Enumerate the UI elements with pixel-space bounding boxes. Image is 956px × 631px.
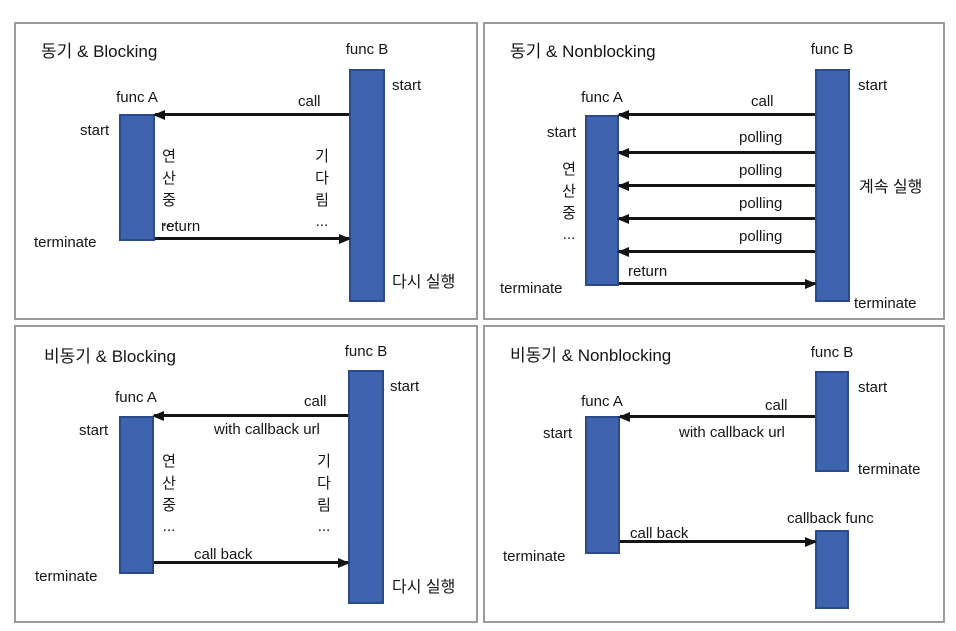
polling-arrow-label: polling (739, 195, 783, 212)
func-b-start-label: start (390, 378, 420, 395)
call-arrow-label: call (298, 93, 321, 110)
func-a-terminate-label: terminate (503, 548, 566, 565)
func-b-label: func B (345, 41, 389, 58)
callback-func-label: callback func (787, 510, 874, 527)
func-a-start-label: start (80, 122, 110, 139)
return-arrow-label: return (628, 263, 668, 280)
func-b-lifeline-bar (349, 69, 385, 302)
panel-async-blocking: 비동기 & Blocking func B start func A start… (14, 325, 478, 623)
panel-sync-blocking: 동기 & Blocking func B start func A start … (14, 22, 478, 320)
func-b-running-label: 계속 실행 (859, 179, 923, 196)
func-a-computing-note: 연 산 중 ... (162, 148, 176, 231)
call-arrow-label: call (765, 397, 788, 414)
panel-title: 비동기 & Nonblocking (510, 346, 672, 365)
callback-arrow-label: call back (630, 525, 689, 542)
func-b-terminate-label: terminate (858, 461, 921, 478)
func-b-terminate-label: terminate (854, 295, 917, 312)
func-b-start-label: start (858, 379, 888, 396)
func-b-waiting-note: 기 다 림 ... (317, 453, 331, 536)
func-a-lifeline-bar (585, 416, 620, 554)
callback-arrow (620, 540, 815, 543)
func-a-start-label: start (79, 422, 109, 439)
call-arrow-label: call (751, 93, 774, 110)
func-a-start-label: start (547, 124, 577, 141)
panel-title: 비동기 & Blocking (44, 347, 176, 366)
callback-arrow-label: call back (194, 546, 253, 563)
func-a-label: func A (116, 89, 158, 106)
call-detail-label: with callback url (214, 421, 320, 438)
panel-sync-nonblocking: 동기 & Nonblocking func B start 계속 실행 term… (483, 22, 945, 320)
func-a-lifeline-bar (119, 416, 154, 574)
func-b-lifeline-bar (815, 69, 850, 302)
func-b-resume-label: 다시 실행 (392, 579, 456, 596)
call-arrow (154, 414, 348, 417)
panel-async-nonblocking: 비동기 & Nonblocking func B start terminate… (483, 325, 945, 623)
func-b-label: func B (344, 343, 388, 360)
func-b-start-label: start (858, 77, 888, 94)
func-a-computing-note: 연 산 중 ... (562, 161, 576, 244)
func-a-label: func A (581, 89, 623, 106)
polling-arrow (619, 184, 815, 187)
func-b-waiting-note: 기 다 림 ... (315, 148, 329, 231)
polling-arrow (619, 217, 815, 220)
polling-arrow-label: polling (739, 162, 783, 179)
func-a-label: func A (581, 393, 623, 410)
func-a-computing-note: 연 산 중 ... (162, 453, 176, 536)
return-arrow-label: return (161, 218, 201, 235)
func-a-label: func A (115, 389, 157, 406)
func-b-lifeline-bar (815, 371, 849, 472)
return-arrow (155, 237, 349, 240)
func-a-terminate-label: terminate (500, 280, 563, 297)
call-arrow (619, 113, 815, 116)
func-b-label: func B (810, 41, 854, 58)
panel-title: 동기 & Nonblocking (510, 42, 656, 61)
callback-arrow (154, 561, 348, 564)
polling-arrow-label: polling (739, 129, 783, 146)
func-b-label: func B (810, 344, 854, 361)
func-a-terminate-label: terminate (34, 234, 97, 251)
func-b-start-label: start (392, 77, 422, 94)
func-a-lifeline-bar (585, 115, 619, 286)
call-arrow-label: call (304, 393, 327, 410)
callback-func-lifeline-bar (815, 530, 849, 609)
func-b-lifeline-bar (348, 370, 384, 604)
call-detail-label: with callback url (679, 424, 785, 441)
call-arrow (155, 113, 349, 116)
func-b-resume-label: 다시 실행 (392, 274, 456, 291)
polling-arrow-label: polling (739, 228, 783, 245)
polling-arrow (619, 250, 815, 253)
func-a-terminate-label: terminate (35, 568, 98, 585)
func-a-start-label: start (543, 425, 573, 442)
return-arrow (619, 282, 815, 285)
func-a-lifeline-bar (119, 114, 155, 241)
polling-arrow (619, 151, 815, 154)
panel-title: 동기 & Blocking (41, 42, 158, 61)
call-arrow (620, 415, 815, 418)
